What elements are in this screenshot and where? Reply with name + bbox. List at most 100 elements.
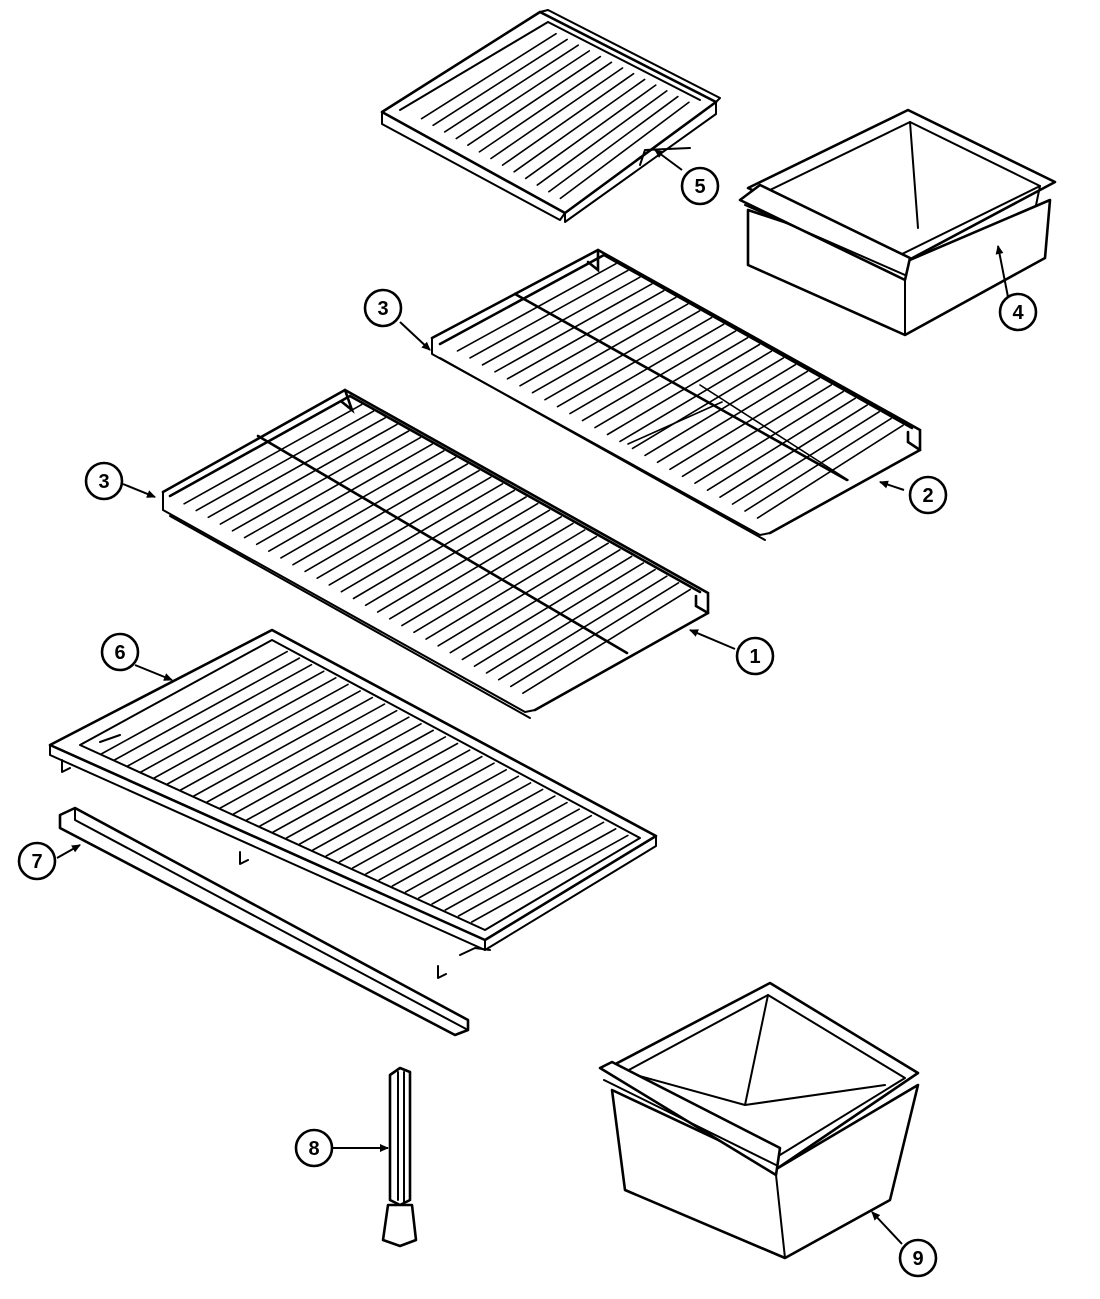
cover-ribs-stroke	[470, 834, 629, 923]
deli-ribs-stroke	[455, 50, 591, 140]
shelf2-wires-stroke	[744, 417, 892, 512]
cover-ribs-stroke	[113, 657, 301, 761]
cover-ribs-stroke	[431, 814, 593, 905]
callout-3-upper-circle	[363, 288, 403, 328]
cover-ribs-stroke	[418, 808, 580, 899]
shelf1-wires-stroke	[183, 403, 363, 505]
callout-1-circle	[735, 636, 775, 676]
shelf1-wires-stroke	[364, 502, 539, 607]
callout-8[interactable]: 8	[294, 1128, 334, 1168]
divider-post-part	[381, 1066, 418, 1248]
callout-3-upper[interactable]: 3	[363, 288, 403, 328]
shelf1-wires-stroke	[401, 522, 574, 627]
callout-3-lower[interactable]: 3	[84, 461, 124, 501]
shelf2-wires-stroke	[581, 330, 737, 422]
cover-ribs-stroke	[272, 736, 447, 833]
cover-front-rail-part	[58, 806, 470, 1037]
callout-2-label: 2	[922, 485, 933, 507]
shelf2-wires-stroke	[519, 296, 677, 387]
cover-ribs-stroke	[391, 795, 556, 887]
callout-4-label: 4	[1012, 302, 1024, 324]
cover-ribs-stroke	[444, 821, 605, 911]
shelf1-wires-stroke	[316, 476, 492, 580]
shelf2-wires-stroke	[569, 323, 725, 415]
deli-ribs-stroke	[478, 61, 613, 153]
shelf1-wires-stroke	[437, 542, 609, 647]
deli-ribs-stroke	[467, 55, 602, 147]
callout-5[interactable]: 5	[680, 166, 720, 206]
shelf2-wires-stroke	[544, 310, 701, 401]
deli-ribs-stroke	[490, 67, 624, 160]
shelf1-wires-stroke	[255, 443, 433, 546]
shelf1-wires-stroke	[522, 588, 692, 695]
cover-ribs-stroke	[312, 755, 483, 851]
callout-8-circle	[294, 1128, 334, 1168]
shelf1-wires-stroke	[328, 482, 504, 586]
shelf1-wires-stroke	[509, 581, 680, 688]
shelf1-wires-stroke	[461, 555, 633, 661]
shelf2-wires-stroke	[681, 384, 833, 478]
deli-ribs-stroke	[420, 32, 557, 120]
callout-6-label: 6	[114, 642, 125, 664]
cover-ribs-stroke	[325, 762, 495, 857]
shelf1-wires-stroke	[449, 548, 621, 654]
callout-2-circle	[908, 475, 948, 515]
cover-ribs-stroke	[166, 683, 349, 785]
shelf2-wires-stroke	[606, 343, 761, 436]
shelf2-wires-stroke	[506, 289, 665, 380]
deli-ribs-stroke	[443, 44, 580, 133]
callout-4-circle	[998, 292, 1038, 332]
shelf2-wires-stroke	[456, 262, 617, 352]
callout-2[interactable]: 2	[908, 475, 948, 515]
shelf1-wires-stroke	[280, 456, 457, 559]
cover-ribs-stroke	[351, 775, 520, 869]
shelf1-wires-stroke	[304, 469, 480, 573]
callout-9[interactable]: 9	[898, 1238, 938, 1278]
shelf2-wires-stroke	[719, 404, 868, 498]
cover-ribs-stroke	[259, 729, 434, 827]
cover-ribs-stroke	[179, 690, 361, 791]
shelf1-wires-stroke	[267, 449, 445, 552]
shelf1-wires-stroke	[485, 568, 656, 674]
callout-8-label: 8	[308, 1138, 319, 1160]
deli-ribs-stroke	[432, 38, 568, 127]
shelf2-wires-stroke	[556, 316, 713, 408]
full-wire-shelf-part	[161, 388, 710, 719]
shelf1-wires-stroke	[497, 575, 668, 681]
shelf2-wires-stroke	[669, 377, 821, 471]
cover-ribs-stroke	[140, 670, 325, 773]
deli-tray-part	[380, 9, 721, 223]
callout-6-circle	[100, 632, 140, 672]
deli-ribs-stroke	[536, 90, 668, 186]
cover-ribs-stroke	[193, 696, 374, 797]
shelf1-wires-stroke	[388, 515, 563, 620]
shelf2-wires-stroke	[631, 357, 785, 450]
shelf1-wires-stroke	[219, 423, 398, 525]
callout-7[interactable]: 7	[17, 841, 57, 881]
shelf2-wires-stroke	[481, 276, 641, 366]
small-crisper-drawer-part	[738, 108, 1057, 337]
callout-4[interactable]: 4	[998, 292, 1038, 332]
callout-6[interactable]: 6	[100, 632, 140, 672]
cover-ribs-stroke	[100, 650, 288, 755]
callout-7-label: 7	[31, 851, 42, 873]
shelf1-wires-stroke	[231, 430, 410, 532]
half-wire-shelf-part	[430, 248, 922, 541]
callout-1-label: 1	[749, 646, 760, 668]
shelf2-wires-stroke	[619, 350, 773, 443]
callout-9-label: 9	[912, 1248, 923, 1270]
callout-5-label: 5	[694, 176, 705, 198]
shelf2-wires-stroke	[469, 269, 629, 359]
callout-1[interactable]: 1	[735, 636, 775, 676]
shelf1-wires-stroke	[425, 535, 598, 640]
cover-ribs-stroke	[404, 801, 568, 893]
leader-lines	[56, 149, 1009, 1245]
shelf1-wires-stroke	[195, 410, 375, 512]
cover-ribs-stroke	[126, 663, 313, 767]
shelf1-wires-stroke	[340, 489, 516, 593]
shelf1-wires-stroke	[207, 416, 387, 519]
cover-ribs-stroke	[365, 782, 532, 875]
shelf2-wires-stroke	[644, 363, 797, 457]
shelf1-wires-stroke	[243, 436, 422, 539]
